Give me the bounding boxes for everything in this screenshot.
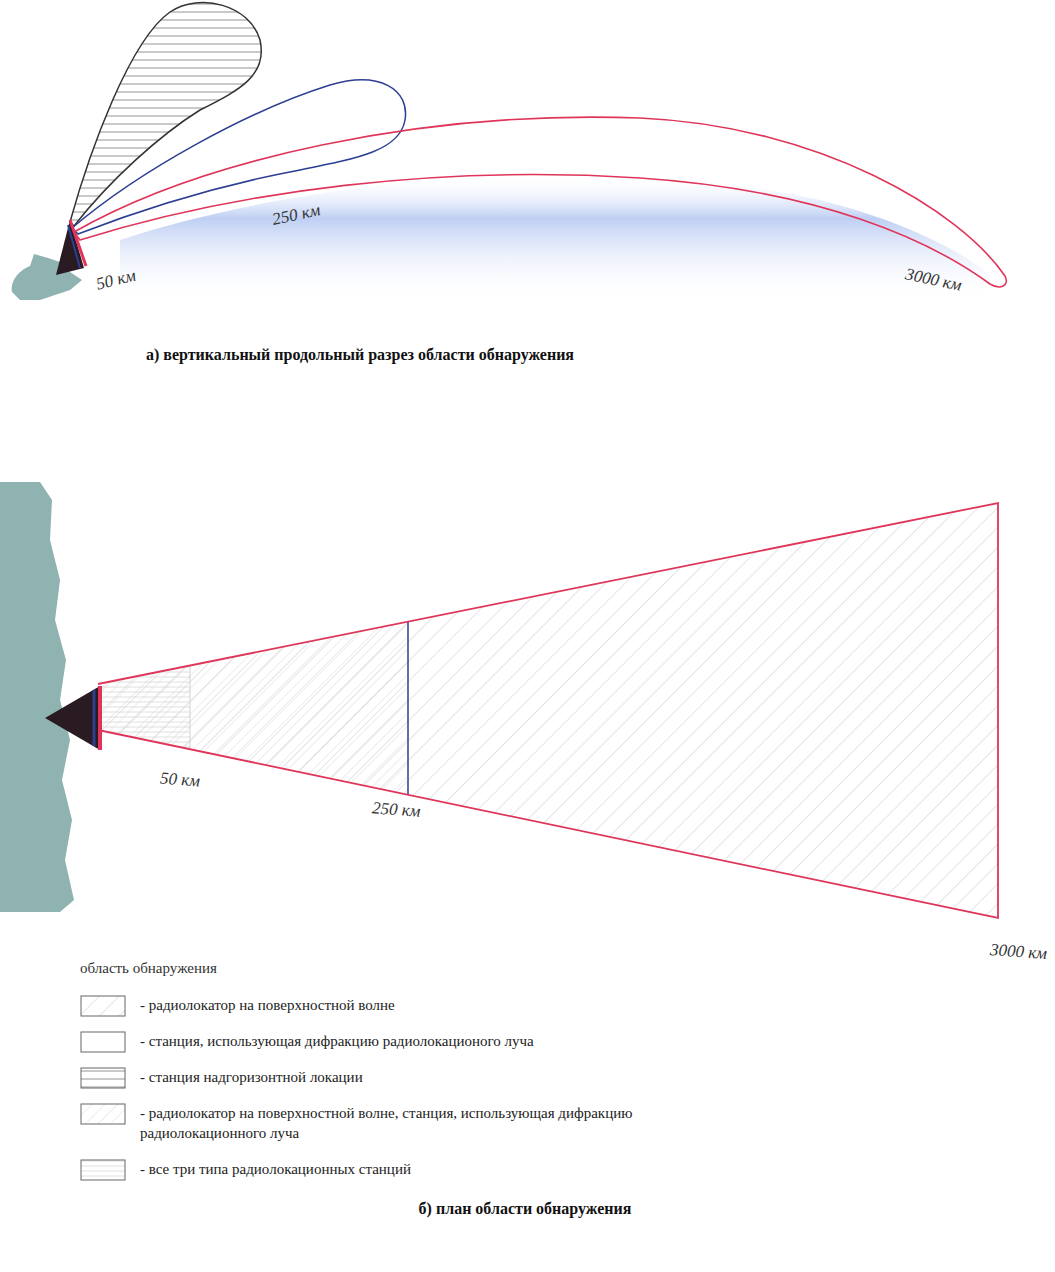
distance-label: 3000 км (989, 940, 1047, 964)
legend-swatch (80, 1031, 126, 1053)
legend-row: - радиолокатор на поверхностной волне, с… (80, 1103, 720, 1143)
distance-label: 50 км (159, 769, 200, 792)
legend-text: - станция надгоризонтной локации (140, 1067, 700, 1087)
legend-swatch (80, 1067, 126, 1089)
legend-swatch (80, 1103, 126, 1125)
legend-text: - радиолокатор на поверхностной волне, с… (140, 1103, 700, 1143)
legend-row: - все три типа радиолокационных станций (80, 1159, 720, 1181)
legend-row: - станция надгоризонтной локации (80, 1067, 720, 1089)
legend-swatch (80, 995, 126, 1017)
legend-swatch (80, 1159, 126, 1181)
legend-heading: область обнаружения (80, 960, 217, 977)
legend-row: - станция, использующая дифракцию радиол… (80, 1031, 720, 1053)
figure-caption: а) вертикальный продольный разрез област… (70, 346, 650, 364)
legend-text: - станция, использующая дифракцию радиол… (140, 1031, 700, 1051)
legend-row: - радиолокатор на поверхностной волне (80, 995, 720, 1017)
figure-caption: б) план области обнаружения (225, 1200, 825, 1218)
legend-text: - радиолокатор на поверхностной волне (140, 995, 700, 1015)
legend-text: - все три типа радиолокационных станций (140, 1159, 700, 1179)
distance-label: 250 км (371, 798, 421, 821)
